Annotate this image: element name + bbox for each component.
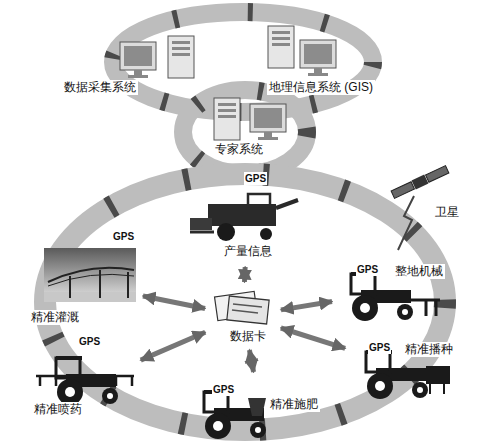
gps-label: GPS	[112, 230, 135, 243]
double-arrow	[242, 267, 248, 282]
machine-node: 精准灌溉	[25, 240, 140, 328]
node-text: 精准施肥	[268, 397, 320, 412]
machine-node: 精准喷药	[28, 348, 138, 422]
node-text: 产量信息	[222, 244, 274, 259]
gps-label: GPS	[356, 263, 379, 276]
double-arrow	[141, 332, 205, 360]
node-text: 数据卡	[228, 329, 268, 344]
system-label: 地理信息系统 (GIS)	[255, 20, 400, 98]
double-arrow	[143, 296, 205, 308]
system-label: 数据采集系统	[60, 28, 210, 98]
node-text: 整地机械	[393, 264, 445, 279]
node-text: 精准播种	[403, 342, 455, 357]
gps-label: GPS	[244, 172, 267, 185]
data-cards	[215, 291, 270, 324]
node-text: 精准灌溉	[29, 310, 81, 325]
data-card-node: 数据卡	[208, 285, 278, 347]
gps-label: GPS	[212, 383, 235, 396]
irrigation-pivot	[44, 248, 136, 302]
node-text: 专家系统	[213, 142, 265, 157]
gps-label: GPS	[78, 335, 101, 348]
node-text: 精准喷药	[32, 402, 84, 417]
double-arrow	[281, 302, 332, 310]
double-arrow	[249, 350, 253, 372]
machine-node: 产量信息	[188, 186, 306, 264]
double-arrow	[281, 328, 345, 348]
harvester	[190, 194, 298, 241]
node-text: 地理信息系统 (GIS)	[267, 80, 375, 95]
satellite-label: 卫星	[434, 206, 460, 219]
gps-label: GPS	[368, 341, 391, 354]
system-label: 专家系统	[200, 92, 295, 160]
machine-node: 精准播种	[348, 338, 460, 396]
machine-node: 整地机械	[335, 262, 460, 320]
node-text: 数据采集系统	[62, 80, 138, 95]
